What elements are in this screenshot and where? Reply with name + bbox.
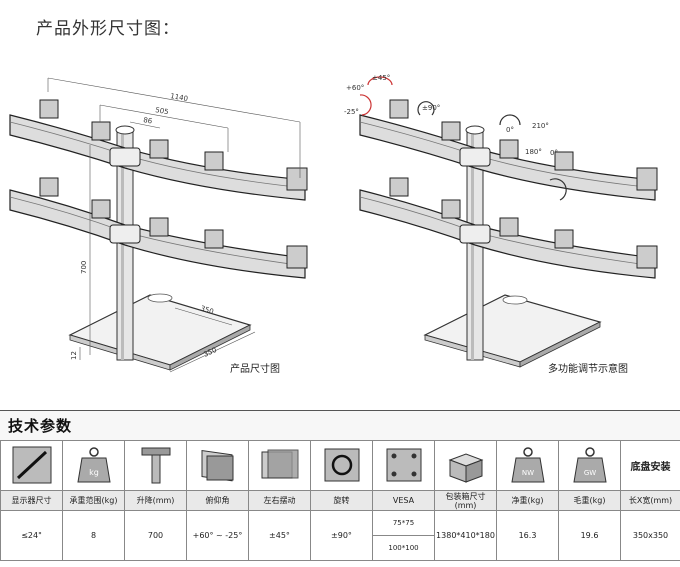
dim-height: 700 [80,261,88,274]
product-dimension-caption: 产品尺寸图 [230,364,280,375]
value-vesa-a: 75*75 [392,519,415,527]
spec-icon-cell: GW [558,440,621,491]
spec-icon-cell [248,440,311,491]
product-dimension-figure: 1140 505 86 700 350 350 12 [0,60,340,380]
rotate-icon [324,448,359,481]
label-gross-weight: 毛重(kg) [558,490,621,511]
dim-total-width: 1140 [170,92,189,103]
angle-swivel: ±45° [372,74,390,82]
value-gross-weight: 19.6 [558,510,621,561]
value-swivel: ±45° [248,510,311,561]
angle-rotate: ±90° [422,104,440,112]
tilt-icon [201,449,233,481]
label-load: 承重范围(kg) [62,490,125,511]
angle-arm-c: 180° [525,148,542,156]
value-vesa-b: 100*100 [373,535,434,560]
label-package: 包装箱尺寸 (mm) [434,490,497,511]
label-net-weight: 净重(kg) [496,490,559,511]
dim-base-depth: 350 [199,304,214,316]
spec-icon-cell [186,440,249,491]
swivel-icon [261,449,298,478]
angle-arm-d: 0° [550,149,558,157]
spec-section-title: 技术参数 [8,417,73,435]
adjustment-figure: +60° -25° ±45° ±90° 0° 210° 180° 0° [340,60,680,380]
spec-icon-cell: NW [496,440,559,491]
spec-table: kg NW GW 底盘安装 显示器尺寸 承重范围(kg) 升降(mm) [0,440,680,561]
net-weight-icon: NW [510,446,545,482]
spec-icon-cell [372,440,435,491]
spec-icon-row: kg NW GW 底盘安装 [0,440,680,491]
value-package: 1380*410*180 [434,510,497,561]
base-header: 底盘安装 [630,462,671,473]
label-vesa: VESA [372,490,435,511]
value-vesa-cell: 75*75 100*100 [372,510,435,561]
load-weight-icon: kg [76,446,111,482]
gross-weight-badge: GW [583,469,595,477]
label-swivel: 左右摆动 [248,490,311,511]
value-screen-size: ≤24" [0,510,63,561]
label-screen-size: 显示器尺寸 [0,490,63,511]
screen-size-icon [12,446,51,483]
dimension-drawing: 1140 505 86 700 350 350 12 [9,77,308,373]
label-lift: 升降(mm) [124,490,187,511]
angle-tilt-down: -25° [344,108,359,116]
spec-icon-cell [124,440,187,491]
value-rotate: ±90° [310,510,373,561]
angle-arm-a: 0° [506,126,514,134]
base-header-cell: 底盘安装 [620,440,680,491]
gross-weight-icon: GW [572,446,607,482]
net-weight-badge: NW [521,469,533,477]
page-title: 产品外形尺寸图： [36,19,180,39]
adjustment-drawing: +60° -25° ±45° ±90° 0° 210° 180° 0° [344,74,658,368]
load-weight-badge: kg [89,468,99,477]
spec-section-bar [0,410,680,440]
dim-mid-width: 505 [155,106,170,116]
dim-base-thickness: 12 [70,351,78,360]
spec-icon-cell [0,440,63,491]
angle-tilt-up: +60° [346,84,364,92]
spec-label-row: 显示器尺寸 承重范围(kg) 升降(mm) 俯仰角 左右摆动 旋转 VESA 包… [0,490,680,511]
label-tilt: 俯仰角 [186,490,249,511]
height-adjust-icon [141,447,170,483]
value-lift: 700 [124,510,187,561]
label-base-size: 长X宽(mm) [620,490,680,511]
value-base-size: 350x350 [620,510,680,561]
package-icon [448,452,483,483]
value-net-weight: 16.3 [496,510,559,561]
value-tilt: +60° ~ -25° [186,510,249,561]
label-rotate: 旋转 [310,490,373,511]
vesa-icon [386,448,421,481]
dim-small-width: 86 [143,116,154,126]
spec-value-row: ≤24" 8 700 +60° ~ -25° ±45° ±90° 75*75 1… [0,510,680,561]
adjustment-caption: 多功能调节示意图 [548,364,628,375]
spec-icon-cell: kg [62,440,125,491]
spec-icon-cell [434,440,497,491]
value-load: 8 [62,510,125,561]
angle-arm-b: 210° [532,122,549,130]
spec-icon-cell [310,440,373,491]
